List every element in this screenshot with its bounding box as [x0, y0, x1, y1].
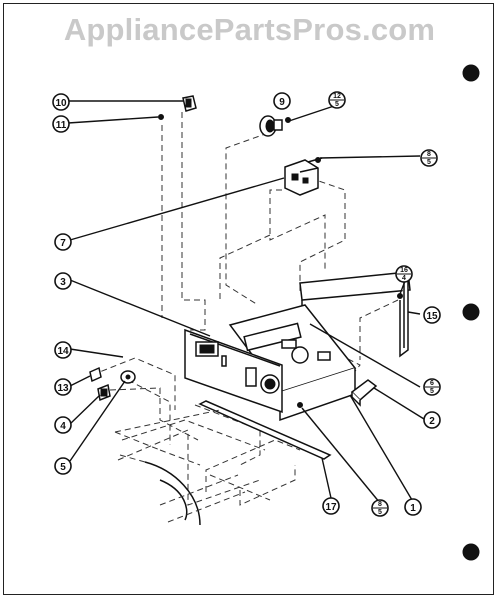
- callout-11: 11: [52, 115, 70, 133]
- part-5-washer: [120, 370, 136, 384]
- callout-8-upper: 8 5: [420, 149, 438, 167]
- part-10-clip: [182, 95, 197, 112]
- svg-text:10: 10: [55, 98, 67, 109]
- callout-8-lower: 8 5: [371, 499, 389, 517]
- callout-3: 3: [54, 272, 72, 290]
- svg-text:5: 5: [60, 462, 66, 473]
- part-9-switch: [259, 115, 283, 137]
- part-11-screw: [158, 114, 164, 120]
- callout-16: 16 4: [395, 265, 413, 283]
- callout-13: 13: [54, 378, 72, 396]
- callout-5: 5: [54, 457, 72, 475]
- callout-10: 10: [52, 93, 70, 111]
- part-7-control-module: [284, 157, 323, 196]
- svg-text:5: 5: [427, 159, 431, 166]
- callout-4: 4: [54, 416, 72, 434]
- svg-text:7: 7: [60, 238, 66, 249]
- callout-15: 15: [423, 306, 441, 324]
- svg-text:15: 15: [426, 311, 438, 322]
- svg-text:5: 5: [430, 388, 434, 395]
- cabinet-top: [114, 409, 271, 526]
- svg-text:17: 17: [325, 502, 337, 513]
- part-12-screw: [285, 117, 291, 123]
- binder-hole-middle: [462, 303, 480, 321]
- callout-7: 7: [54, 233, 72, 251]
- diagram-frame: [3, 3, 494, 595]
- svg-text:1: 1: [410, 503, 416, 514]
- callout-6: 6 5: [423, 378, 441, 396]
- callout-12: 12 5: [328, 91, 346, 109]
- svg-text:13: 13: [57, 383, 69, 394]
- callout-14: 14: [54, 341, 72, 359]
- callout-2: 2: [423, 411, 441, 429]
- svg-text:11: 11: [56, 120, 67, 131]
- svg-text:3: 3: [60, 277, 66, 288]
- assembly-lines: [91, 112, 399, 506]
- part-1-console-housing: [228, 304, 357, 422]
- svg-text:5: 5: [335, 101, 339, 108]
- svg-text:14: 14: [57, 346, 69, 357]
- part-17-trim-strip: [198, 400, 332, 460]
- part-4-button: [97, 383, 111, 402]
- svg-text:4: 4: [402, 275, 406, 282]
- callout-17: 17: [322, 497, 340, 515]
- svg-text:5: 5: [378, 509, 382, 516]
- part-16-screw: [397, 293, 403, 299]
- svg-text:2: 2: [429, 416, 435, 427]
- part-6-screw-lower: [297, 402, 303, 408]
- binder-hole-top: [462, 64, 480, 82]
- part-8-screw-top: [315, 157, 321, 163]
- svg-text:12: 12: [333, 93, 341, 100]
- part-13-grommet: [89, 366, 102, 383]
- callout-9: 9: [273, 92, 291, 110]
- part-3-control-panel: [184, 328, 283, 414]
- svg-text:16: 16: [400, 267, 408, 274]
- svg-text:8: 8: [427, 151, 431, 158]
- svg-text:6: 6: [430, 380, 434, 387]
- part-2-block: [350, 379, 378, 407]
- watermark: AppliancePartsPros.com: [63, 12, 436, 47]
- callout-1: 1: [404, 498, 422, 516]
- svg-text:4: 4: [60, 421, 66, 432]
- svg-text:8: 8: [378, 501, 382, 508]
- svg-text:9: 9: [279, 97, 285, 108]
- binder-hole-bottom: [462, 543, 480, 561]
